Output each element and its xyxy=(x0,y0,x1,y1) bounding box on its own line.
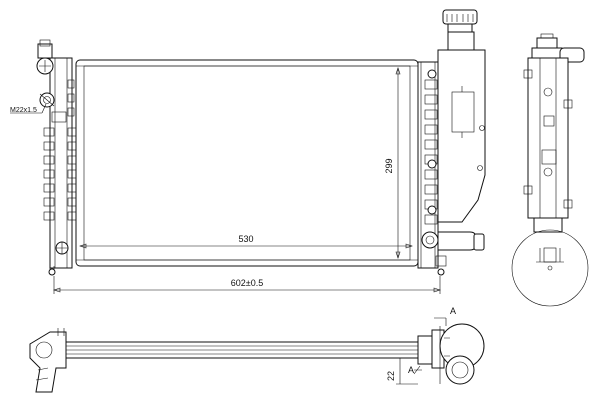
section-mark-top: A xyxy=(450,306,456,316)
left-header-tank xyxy=(36,39,77,276)
dim-core-height: 299 xyxy=(384,67,401,259)
section-mark-bottom: A xyxy=(408,365,414,375)
detail-circle xyxy=(511,229,589,307)
side-view xyxy=(511,33,589,307)
dim-label-530: 530 xyxy=(238,234,253,244)
dim-label-22: 22 xyxy=(386,371,396,381)
right-header-tank xyxy=(417,9,486,276)
dim-overall-width: 602±0.5 xyxy=(53,276,441,294)
thread-callout: M22x1.5 xyxy=(10,103,47,114)
dim-label-602: 602±0.5 xyxy=(231,278,263,288)
top-view: A A 22 xyxy=(29,306,485,393)
front-view: 530 299 602±0.5 M22x1.5 xyxy=(10,9,486,294)
dim-label-299: 299 xyxy=(384,158,394,173)
dim-core-width: 530 xyxy=(79,234,413,249)
thread-label: M22x1.5 xyxy=(10,107,37,114)
